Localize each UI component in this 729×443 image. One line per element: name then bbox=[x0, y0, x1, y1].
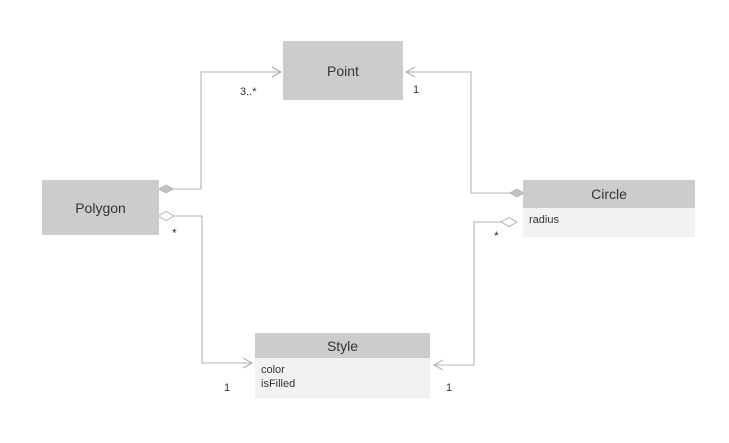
class-attributes-style: color isFilled bbox=[255, 358, 430, 398]
hollow-diamond-polygon-style bbox=[156, 210, 176, 222]
class-node-style[interactable]: Style color isFilled bbox=[255, 333, 430, 398]
multiplicity-style-from-circle: 1 bbox=[446, 382, 453, 394]
class-attributes-circle: radius bbox=[523, 208, 695, 237]
edge-polygon-style[interactable] bbox=[156, 210, 254, 369]
edge-circle-style[interactable] bbox=[432, 216, 519, 371]
multiplicity-point-from-polygon: 3..* bbox=[240, 86, 257, 98]
attribute-isfilled: isFilled bbox=[261, 378, 296, 390]
filled-diamond-circle-point bbox=[508, 188, 526, 198]
class-name-style: Style bbox=[255, 333, 430, 358]
edge-circle-point[interactable] bbox=[404, 66, 526, 198]
edge-polygon-point[interactable] bbox=[157, 66, 283, 194]
class-name-circle: Circle bbox=[523, 180, 695, 208]
attribute-radius: radius bbox=[529, 214, 559, 226]
class-name-polygon: Polygon bbox=[75, 199, 126, 216]
class-node-circle[interactable]: Circle radius bbox=[523, 180, 695, 237]
attribute-color: color bbox=[261, 364, 285, 376]
class-node-polygon[interactable]: Polygon bbox=[42, 180, 159, 235]
filled-diamond-polygon-point bbox=[157, 184, 175, 194]
multiplicity-polygon-to-style: * bbox=[172, 226, 177, 240]
hollow-diamond-circle-style bbox=[499, 216, 519, 228]
class-name-point: Point bbox=[327, 62, 359, 79]
class-node-point[interactable]: Point bbox=[283, 41, 403, 100]
multiplicity-circle-to-style: * bbox=[494, 229, 499, 243]
multiplicity-style-from-polygon: 1 bbox=[224, 382, 231, 394]
multiplicity-point-from-circle: 1 bbox=[413, 84, 420, 96]
